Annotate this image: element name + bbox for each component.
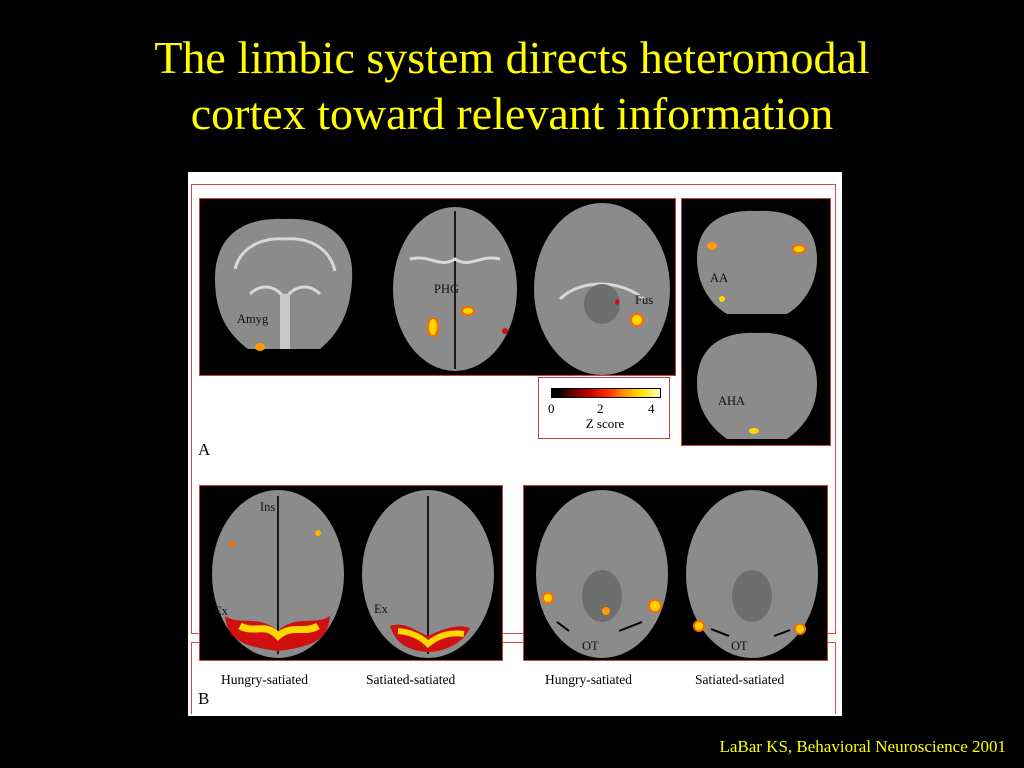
colorbar-gradient (551, 388, 661, 398)
panel-b-right-slices: OT OT (523, 485, 828, 661)
citation: LaBar KS, Behavioral Neuroscience 2001 (719, 737, 1006, 756)
label-ins: Ins (260, 500, 276, 514)
panel-a-slices: Amyg PHG Fus (199, 198, 676, 376)
caption-hungry-satiated-2: Hungry-satiated (545, 672, 632, 687)
slide-title: The limbic system directs heteromodal co… (0, 30, 1024, 142)
label-aa: AA (710, 271, 729, 285)
colorbar-tick: 4 (648, 401, 655, 416)
axial-brain-phg (393, 207, 517, 371)
caption-satiated-satiated-2: Satiated-satiated (695, 672, 785, 687)
label-fus: Fus (635, 293, 654, 307)
panel-b-left-slices: Ins Ex Ex (199, 485, 503, 661)
fmri-figure: Amyg PHG Fus AA AHA 0 2 4 Z score A (188, 172, 842, 716)
label-aha: AHA (718, 394, 746, 408)
label-amyg: Amyg (237, 312, 269, 326)
coronal-brain-aa (697, 210, 817, 314)
title-line-2: cortex toward relevant information (190, 88, 834, 139)
z-score-colorbar: 0 2 4 Z score (538, 377, 670, 439)
brain-slices-a (215, 203, 670, 375)
brain-slices-coronal (697, 210, 817, 439)
brain-slices-b-left (212, 490, 494, 658)
axial-brain-b1 (212, 490, 344, 658)
panel-a-letter: A (198, 440, 211, 459)
label-ex-2: Ex (374, 602, 388, 616)
coronal-brain-aha (697, 332, 817, 439)
colorbar-tick: 0 (548, 401, 555, 416)
axial-brain-b2 (362, 490, 494, 658)
label-ot-1: OT (582, 639, 599, 653)
axial-brain-b4 (686, 490, 818, 658)
colorbar-tick: 2 (597, 401, 604, 416)
label-ot-2: OT (731, 639, 748, 653)
title-line-1: The limbic system directs heteromodal (154, 32, 870, 83)
panel-a-frame (191, 184, 836, 634)
colorbar-title: Z score (585, 416, 625, 431)
caption-hungry-satiated-1: Hungry-satiated (221, 672, 308, 687)
caption-satiated-satiated-1: Satiated-satiated (366, 672, 456, 687)
brain-slices-b-right (536, 490, 818, 658)
panel-a-coronal-column: AA AHA (681, 198, 831, 446)
label-phg: PHG (434, 282, 460, 296)
axial-brain-fus (534, 203, 670, 375)
panel-b-letter: B (198, 689, 210, 708)
axial-brain-b3 (536, 490, 668, 658)
coronal-brain-1 (215, 218, 353, 351)
panel-b-frame (191, 642, 836, 714)
label-ex-1: Ex (214, 604, 228, 618)
